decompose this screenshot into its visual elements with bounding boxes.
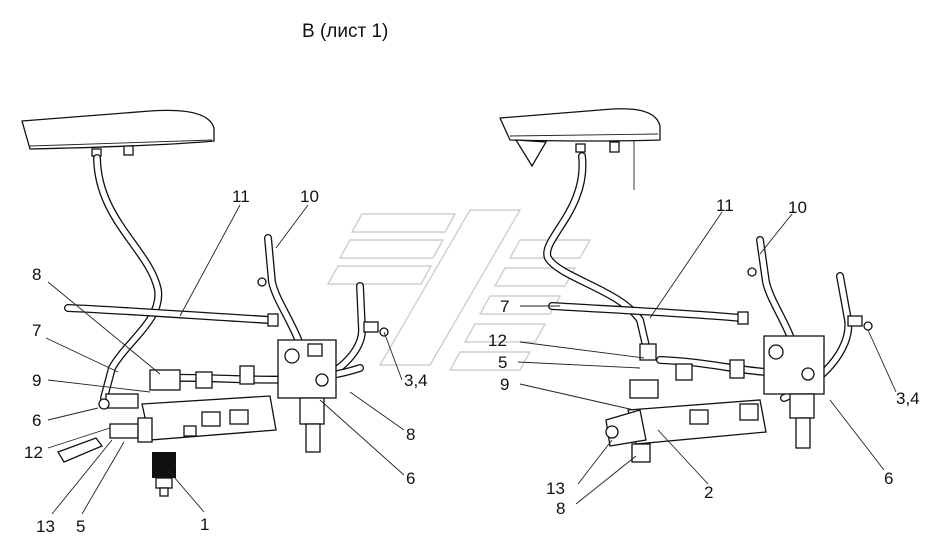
right-valve-block	[763, 335, 825, 449]
callout-label: 3,4	[896, 389, 920, 408]
callout-label: 13	[546, 479, 565, 498]
right-seat-hose	[543, 152, 650, 350]
left-seat	[21, 109, 215, 157]
left-hose-10	[257, 234, 304, 348]
callout-label: 5	[76, 517, 85, 536]
callout-label: 13	[36, 517, 55, 536]
callout-label: 6	[884, 469, 893, 488]
callout-label: 9	[500, 375, 509, 394]
callout-label: 12	[488, 331, 507, 350]
callout-label: 11	[716, 196, 734, 215]
callout-label: 6	[32, 411, 41, 430]
left-hose-11	[64, 304, 279, 327]
callout-label: 10	[788, 198, 807, 217]
callout-label: 8	[32, 265, 41, 284]
right-hose-11	[548, 302, 749, 325]
left-distributor	[57, 365, 277, 497]
right-assembly: 11 10 7 12 5 9 3,4 6 2 13 8	[488, 108, 920, 518]
callout-label: 8	[406, 425, 415, 444]
callout-label: 12	[24, 443, 43, 462]
callout-label: 10	[300, 187, 319, 206]
right-seat	[499, 108, 661, 190]
callout-label: 8	[556, 499, 565, 518]
callout-label: 6	[406, 469, 415, 488]
left-assembly: 11 10 8 7 9 6 12 13 5 1 3,4 8 6	[21, 109, 428, 536]
right-hose-10	[747, 236, 798, 350]
callout-label: 3,4	[404, 371, 428, 390]
left-valve-block	[277, 339, 337, 453]
sheet-title: В (лист 1)	[302, 21, 388, 42]
callout-label: 11	[232, 187, 250, 206]
watermark	[326, 209, 592, 371]
left-hose-loop	[166, 364, 364, 384]
callout-label: 1	[200, 515, 209, 534]
callout-label: 7	[32, 321, 41, 340]
callout-label: 2	[704, 483, 713, 502]
left-seat-hose	[93, 154, 163, 402]
callout-label: 5	[498, 353, 507, 372]
callout-label: 7	[500, 297, 509, 316]
callout-label: 9	[32, 371, 41, 390]
right-distributor	[605, 343, 767, 463]
